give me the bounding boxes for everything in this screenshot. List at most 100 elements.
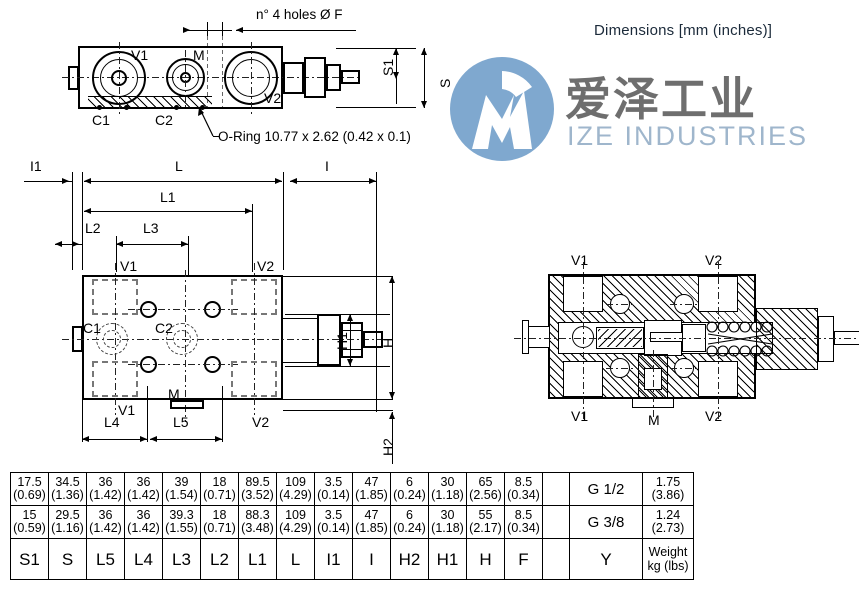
dim-label-h1: H1 xyxy=(334,332,350,350)
cell-l-mm-r1: 109 xyxy=(285,475,306,489)
cell-s-in-r2: (1.16) xyxy=(51,521,84,535)
cell-h1-in-r1: (1.18) xyxy=(431,488,464,502)
top-view-seat-hatch xyxy=(88,97,212,108)
cell-l5-in-r2: (1.42) xyxy=(89,521,122,535)
front-view-label-v2-bottom: V2 xyxy=(252,414,270,430)
table-row-labels: S1 S L5 L4 L3 L2 L1 L I1 I H2 H1 H F Y W… xyxy=(10,538,694,580)
oring-dot-4 xyxy=(200,105,205,110)
section-adjuster-body xyxy=(756,308,818,370)
front-view-label-m: M xyxy=(168,386,180,402)
cell-l3-mm-r1: 39 xyxy=(174,475,189,489)
cell-i1-mm-r2: 3.5 xyxy=(324,508,343,522)
cell-l3-mm-r2: 39.3 xyxy=(169,508,194,522)
section-label-v1-top: V1 xyxy=(571,252,589,268)
cell-blank-r1 xyxy=(542,472,570,506)
section-adjuster-body-hatch xyxy=(756,308,818,370)
top-view: n° 4 holes Ø F xyxy=(0,0,453,150)
cell-i-in-r1: (1.85) xyxy=(355,488,388,502)
label-h1: H1 xyxy=(428,538,467,580)
dim-label-h2: H2 xyxy=(380,438,396,456)
cell-l2-in-r2: (0.71) xyxy=(203,521,236,535)
cell-s-in-r1: (1.36) xyxy=(51,488,84,502)
label-i: I xyxy=(352,538,391,580)
label-l4: L4 xyxy=(124,538,163,580)
cell-l4-in-r1: (1.42) xyxy=(127,488,160,502)
label-l3: L3 xyxy=(162,538,201,580)
cell-i1-in-r2: (0.14) xyxy=(317,521,350,535)
label-l2: L2 xyxy=(200,538,239,580)
oring-leader xyxy=(198,106,214,137)
cell-s1-in-r1: (0.69) xyxy=(13,488,46,502)
dim-label-l: L xyxy=(175,158,183,174)
cell-l5-mm-r1: 36 xyxy=(98,475,113,489)
front-view-c2-hidden xyxy=(166,323,198,355)
label-weight: Weight kg (lbs) xyxy=(642,538,694,580)
section-adjuster-cap xyxy=(818,316,834,362)
dim-label-i1: I1 xyxy=(30,158,42,174)
cell-l5-mm-r2: 36 xyxy=(98,508,113,522)
section-label-m: M xyxy=(648,412,660,428)
cell-i1-in-r1: (0.14) xyxy=(317,488,350,502)
cell-i1-mm-r1: 3.5 xyxy=(324,475,343,489)
cell-s1-mm-r1: 17.5 xyxy=(17,475,42,489)
cell-weight-in-r2: (2.73) xyxy=(651,521,685,535)
cell-h2-mm-r1: 6 xyxy=(406,475,413,489)
cell-l4-mm-r2: 36 xyxy=(136,508,151,522)
front-view: I1 L I L1 L2 L3 xyxy=(0,150,470,470)
cell-y-r2: G 3/8 xyxy=(569,505,643,539)
cell-s1-in-r2: (0.59) xyxy=(13,521,46,535)
dim-label-h: H xyxy=(380,337,396,348)
label-f: F xyxy=(504,538,543,580)
front-view-label-v1-top: V1 xyxy=(120,258,138,274)
label-weight-line1: Weight xyxy=(648,545,688,559)
top-view-label-c2: C2 xyxy=(155,112,173,128)
cell-l2-in-r1: (0.71) xyxy=(203,488,236,502)
front-view-c1-hidden-inner xyxy=(103,330,121,348)
oring-note: O-Ring 10.77 x 2.62 (0.42 x 0.1) xyxy=(218,129,411,144)
top-view-adjuster-collar xyxy=(326,64,341,91)
cell-l1-mm-r2: 88.3 xyxy=(245,508,270,522)
label-l1: L1 xyxy=(238,538,277,580)
top-view-label-v1: V1 xyxy=(131,47,149,63)
section-label-v1-bottom: V1 xyxy=(571,408,589,424)
cell-h1-mm-r1: 30 xyxy=(440,475,455,489)
oring-dot-2 xyxy=(124,105,129,110)
front-view-label-c2: C2 xyxy=(155,320,173,336)
cell-s-mm-r1: 34.5 xyxy=(55,475,80,489)
label-l5: L5 xyxy=(86,538,125,580)
top-view-adjuster-screw xyxy=(341,70,360,84)
cell-h-in-r2: (2.17) xyxy=(469,521,502,535)
front-view-c2-hidden-inner xyxy=(173,330,191,348)
dim-label-l3: L3 xyxy=(143,220,159,236)
cell-weight-mm-r1: 1.75 xyxy=(655,475,681,489)
label-h: H xyxy=(466,538,505,580)
cell-s1-mm-r2: 15 xyxy=(22,508,37,522)
front-view-adjuster-nut xyxy=(317,314,341,366)
cell-i-mm-r2: 47 xyxy=(364,508,379,522)
logo-chinese-name: 爱泽工业 xyxy=(565,72,757,126)
label-weight-line2: kg (lbs) xyxy=(647,559,689,573)
cell-h-mm-r2: 55 xyxy=(478,508,493,522)
cell-f-mm-r1: 8.5 xyxy=(514,475,533,489)
cell-s-mm-r2: 29.5 xyxy=(55,508,80,522)
label-l: L xyxy=(276,538,315,580)
dim-label-l1: L1 xyxy=(160,189,176,205)
cell-h1-in-r2: (1.18) xyxy=(431,521,464,535)
label-s1: S1 xyxy=(10,538,49,580)
cell-l1-in-r2: (3.48) xyxy=(241,521,274,535)
oring-dot-3 xyxy=(174,105,179,110)
top-view-adjuster-nut xyxy=(304,57,326,98)
section-label-v2-top: V2 xyxy=(705,252,723,268)
cell-l-mm-r2: 109 xyxy=(285,508,306,522)
dim-label-l2: L2 xyxy=(85,220,101,236)
cell-l2-mm-r1: 18 xyxy=(212,475,227,489)
cell-weight-mm-r2: 1.24 xyxy=(655,508,681,522)
section-label-v2-bottom: V2 xyxy=(705,408,723,424)
label-h2: H2 xyxy=(390,538,429,580)
dimensions-table: 17.5(0.69) 34.5(1.36) 36(1.42) 36(1.42) … xyxy=(10,472,694,580)
cell-h2-mm-r2: 6 xyxy=(406,508,413,522)
front-view-label-v2-top: V2 xyxy=(257,258,275,274)
dim-label-l5: L5 xyxy=(173,414,189,430)
cell-l5-in-r1: (1.42) xyxy=(89,488,122,502)
